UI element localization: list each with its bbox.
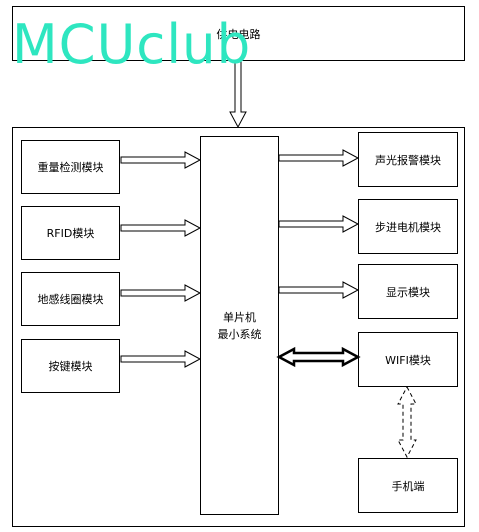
input-module-label: RFID模块	[46, 227, 95, 240]
input-arrow	[120, 284, 202, 302]
input-module-label: 按键模块	[48, 360, 93, 373]
output-module-label: 声光报警模块	[375, 153, 441, 167]
input-arrow	[120, 151, 202, 169]
output-arrow	[278, 281, 360, 299]
output-arrow	[278, 215, 360, 233]
input-arrow	[120, 219, 202, 237]
mcu-label-line1: 单片机	[223, 310, 256, 324]
input-module-loop: 地感线圈模块	[21, 272, 120, 326]
input-module-rfid: RFID模块	[21, 206, 120, 260]
mcu-label-line2: 最小系统	[217, 327, 262, 341]
power-arrow	[229, 60, 247, 129]
output-module-display: 显示模块	[358, 264, 458, 319]
output-module-stepper: 步进电机模块	[358, 199, 458, 254]
input-module-weight: 重量检测模块	[21, 140, 120, 194]
phone-label: 手机端	[391, 479, 425, 493]
watermark-logo: MCUclub	[12, 13, 252, 76]
output-arrow	[278, 149, 360, 167]
power-supply-box: 供电电路	[12, 6, 465, 61]
wifi-link-arrow	[276, 346, 361, 368]
input-module-label: 重量检测模块	[37, 161, 104, 174]
input-module-label: 地感线圈模块	[37, 293, 104, 306]
input-module-keys: 按键模块	[21, 339, 120, 393]
output-module-wifi: WIFI模块	[358, 332, 458, 387]
wifi-phone-dashed-arrow	[397, 385, 417, 459]
power-supply-label: 供电电路	[216, 27, 261, 41]
phone-box: 手机端	[358, 458, 458, 513]
output-module-alarm: 声光报警模块	[358, 132, 458, 187]
input-arrow	[120, 350, 202, 368]
output-module-label: 显示模块	[386, 285, 430, 299]
mcu-box: 单片机 最小系统	[200, 136, 279, 515]
system-frame	[12, 127, 465, 527]
output-module-label: WIFI模块	[385, 353, 431, 367]
output-module-label: 步进电机模块	[375, 220, 441, 234]
mcu-label: 单片机 最小系统	[218, 309, 262, 343]
